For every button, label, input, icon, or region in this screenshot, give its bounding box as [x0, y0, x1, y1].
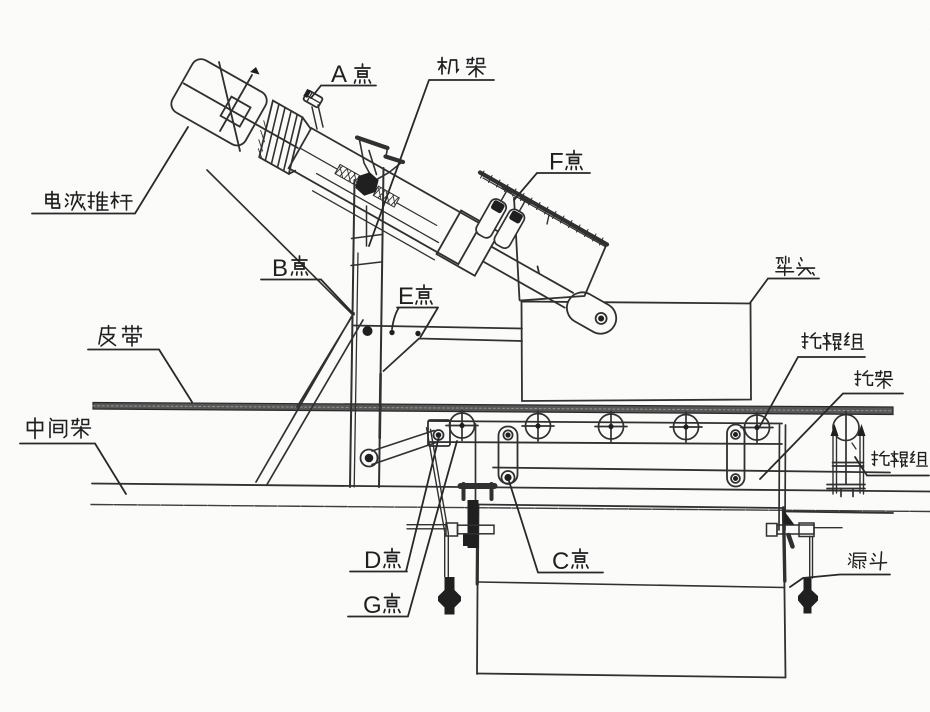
svg-text:F: F: [549, 149, 564, 176]
svg-text:B: B: [272, 255, 288, 282]
svg-text:E: E: [398, 283, 414, 310]
svg-text:A: A: [331, 61, 347, 88]
svg-text:G: G: [363, 592, 382, 619]
svg-text:D: D: [364, 547, 381, 574]
svg-text:C: C: [552, 548, 569, 575]
